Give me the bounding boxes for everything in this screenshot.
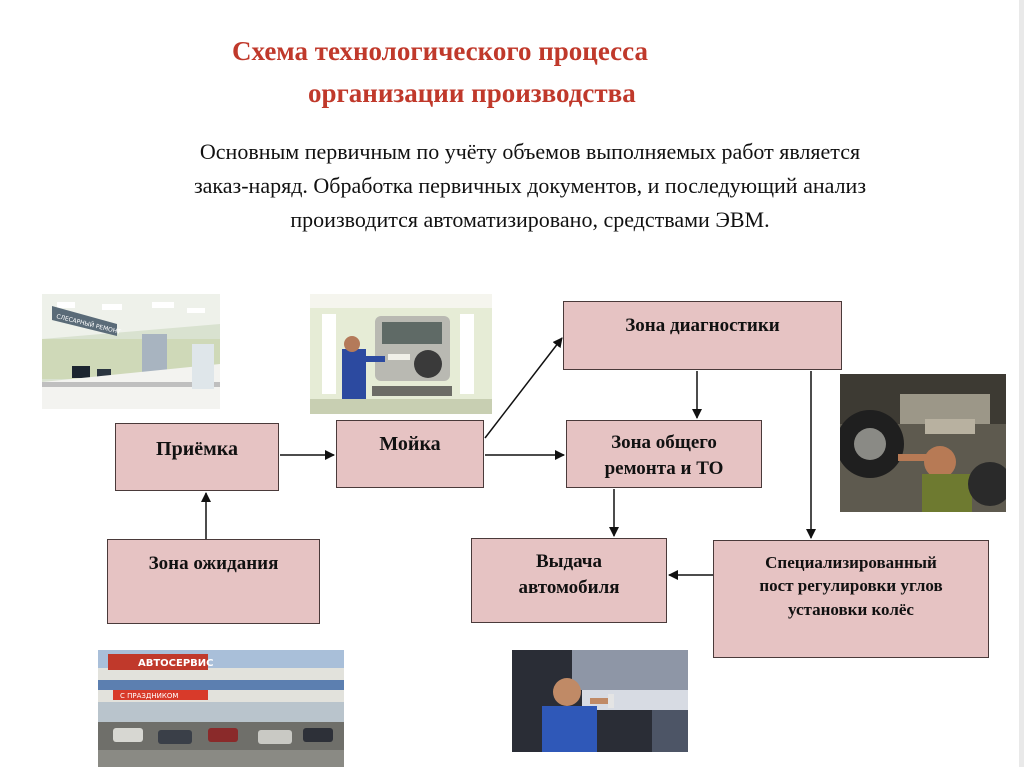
- slide-edge: [1019, 0, 1024, 767]
- waiting-zone-label: Зона ожидания: [148, 553, 279, 574]
- wash-box: Мойка: [336, 420, 484, 488]
- vehicle-delivery-box: Выдача автомобиля: [471, 538, 667, 623]
- reception-office-photo: СЛЕСАРНЫЙ РЕМОНТ: [42, 294, 220, 409]
- paragraph-line2: заказ-наряд. Обработка первичных докумен…: [193, 173, 867, 198]
- general-repair-label-line2: ремонта и ТО: [604, 457, 724, 479]
- reception-box: Приёмка: [115, 423, 279, 491]
- wheel-alignment-label-line2: пост регулировки углов: [759, 576, 943, 596]
- slide-title-line1: Схема технологического процесса: [232, 36, 648, 66]
- general-repair-label-line1: Зона общего: [611, 432, 717, 453]
- building-sign-text: АВТОСЕРВИС: [138, 658, 214, 669]
- vehicle-delivery-label-line2: автомобиля: [518, 576, 620, 598]
- waiting-zone-box: Зона ожидания: [107, 539, 320, 624]
- reception-label: Приёмка: [156, 438, 238, 460]
- paragraph-line3: производится автоматизировано, средствам…: [290, 207, 770, 232]
- slide-title-line2: организации производства: [308, 78, 636, 108]
- general-repair-zone-box: Зона общего ремонта и ТО: [566, 420, 762, 488]
- service-building-photo: АВТОСЕРВИС С ПРАЗДНИКОМ: [98, 650, 344, 767]
- undercarriage-repair-photo: [840, 374, 1006, 512]
- vehicle-delivery-label-line1: Выдача: [535, 551, 603, 572]
- car-wash-photo: [310, 294, 492, 414]
- building-banner-text: С ПРАЗДНИКОМ: [120, 692, 178, 700]
- wheel-alignment-label-line3: установки колёс: [788, 599, 914, 619]
- diagnostics-zone-label: Зона диагностики: [625, 315, 780, 336]
- wash-label: Мойка: [379, 433, 441, 455]
- wheel-alignment-post-box: Специализированный пост регулировки угло…: [713, 540, 989, 658]
- mechanic-inspection-photo: [512, 650, 688, 752]
- paragraph-line1: Основным первичным по учёту объемов выпо…: [199, 139, 861, 164]
- arrow-wash-to-diagnostics: [484, 337, 563, 439]
- diagnostics-zone-box: Зона диагностики: [563, 301, 842, 370]
- wheel-alignment-label-line1: Специализированный: [765, 553, 937, 572]
